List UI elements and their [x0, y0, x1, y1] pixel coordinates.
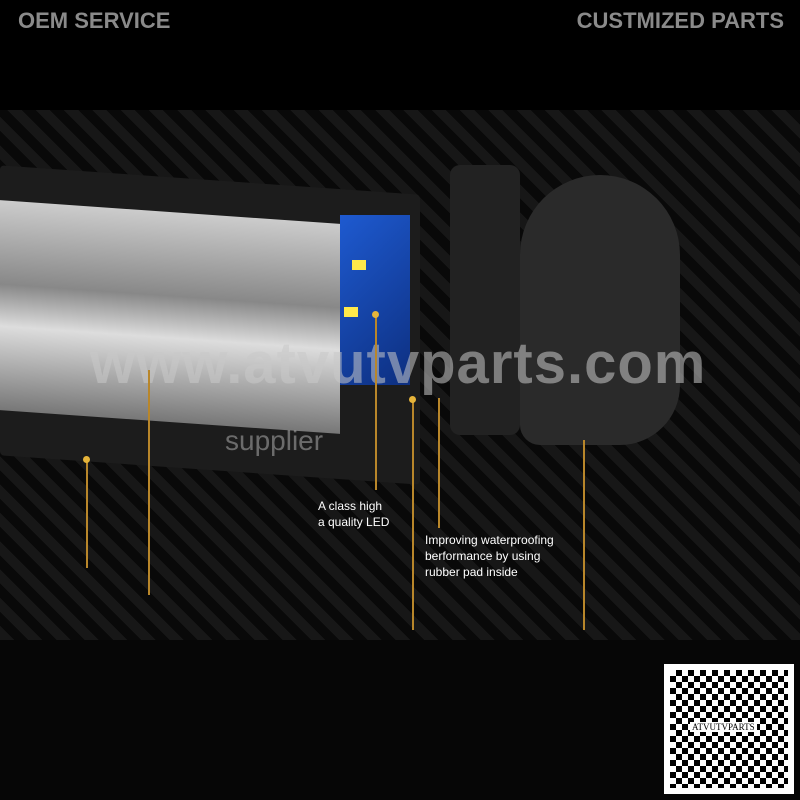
- qr-label: ATVUTVPARTS: [690, 722, 757, 732]
- caption-line: A class high: [318, 499, 383, 513]
- customized-parts-label: CUSTMIZED PARTS: [576, 8, 784, 33]
- led-caption: A class high a quality LED: [318, 498, 389, 530]
- callout-line: [86, 460, 88, 568]
- oem-service-label: OEM SERVICE: [18, 8, 171, 33]
- callout-line: [583, 440, 585, 630]
- rubber-pad: [450, 165, 520, 435]
- callout-dot: [409, 396, 416, 403]
- caption-line: rubber pad inside: [425, 565, 518, 579]
- waterproof-caption: Improving waterproofing berformance by u…: [425, 532, 554, 580]
- caption-line: Improving waterproofing: [425, 533, 554, 547]
- callout-line: [148, 370, 150, 595]
- callout-line: [375, 315, 377, 490]
- callout-line: [438, 398, 440, 528]
- led-icon: [344, 307, 358, 317]
- watermark-sub: supplier: [225, 425, 324, 456]
- mounting-bracket: [520, 175, 680, 445]
- led-icon: [352, 260, 366, 270]
- light-bar-lenses: [0, 200, 340, 434]
- watermark-url: www.atvutvparts.com: [90, 331, 707, 396]
- caption-line: a quality LED: [318, 515, 390, 529]
- callout-dot: [83, 456, 90, 463]
- callout-dot: [372, 311, 379, 318]
- caption-line: berformance by using: [425, 549, 541, 563]
- callout-line: [412, 400, 414, 630]
